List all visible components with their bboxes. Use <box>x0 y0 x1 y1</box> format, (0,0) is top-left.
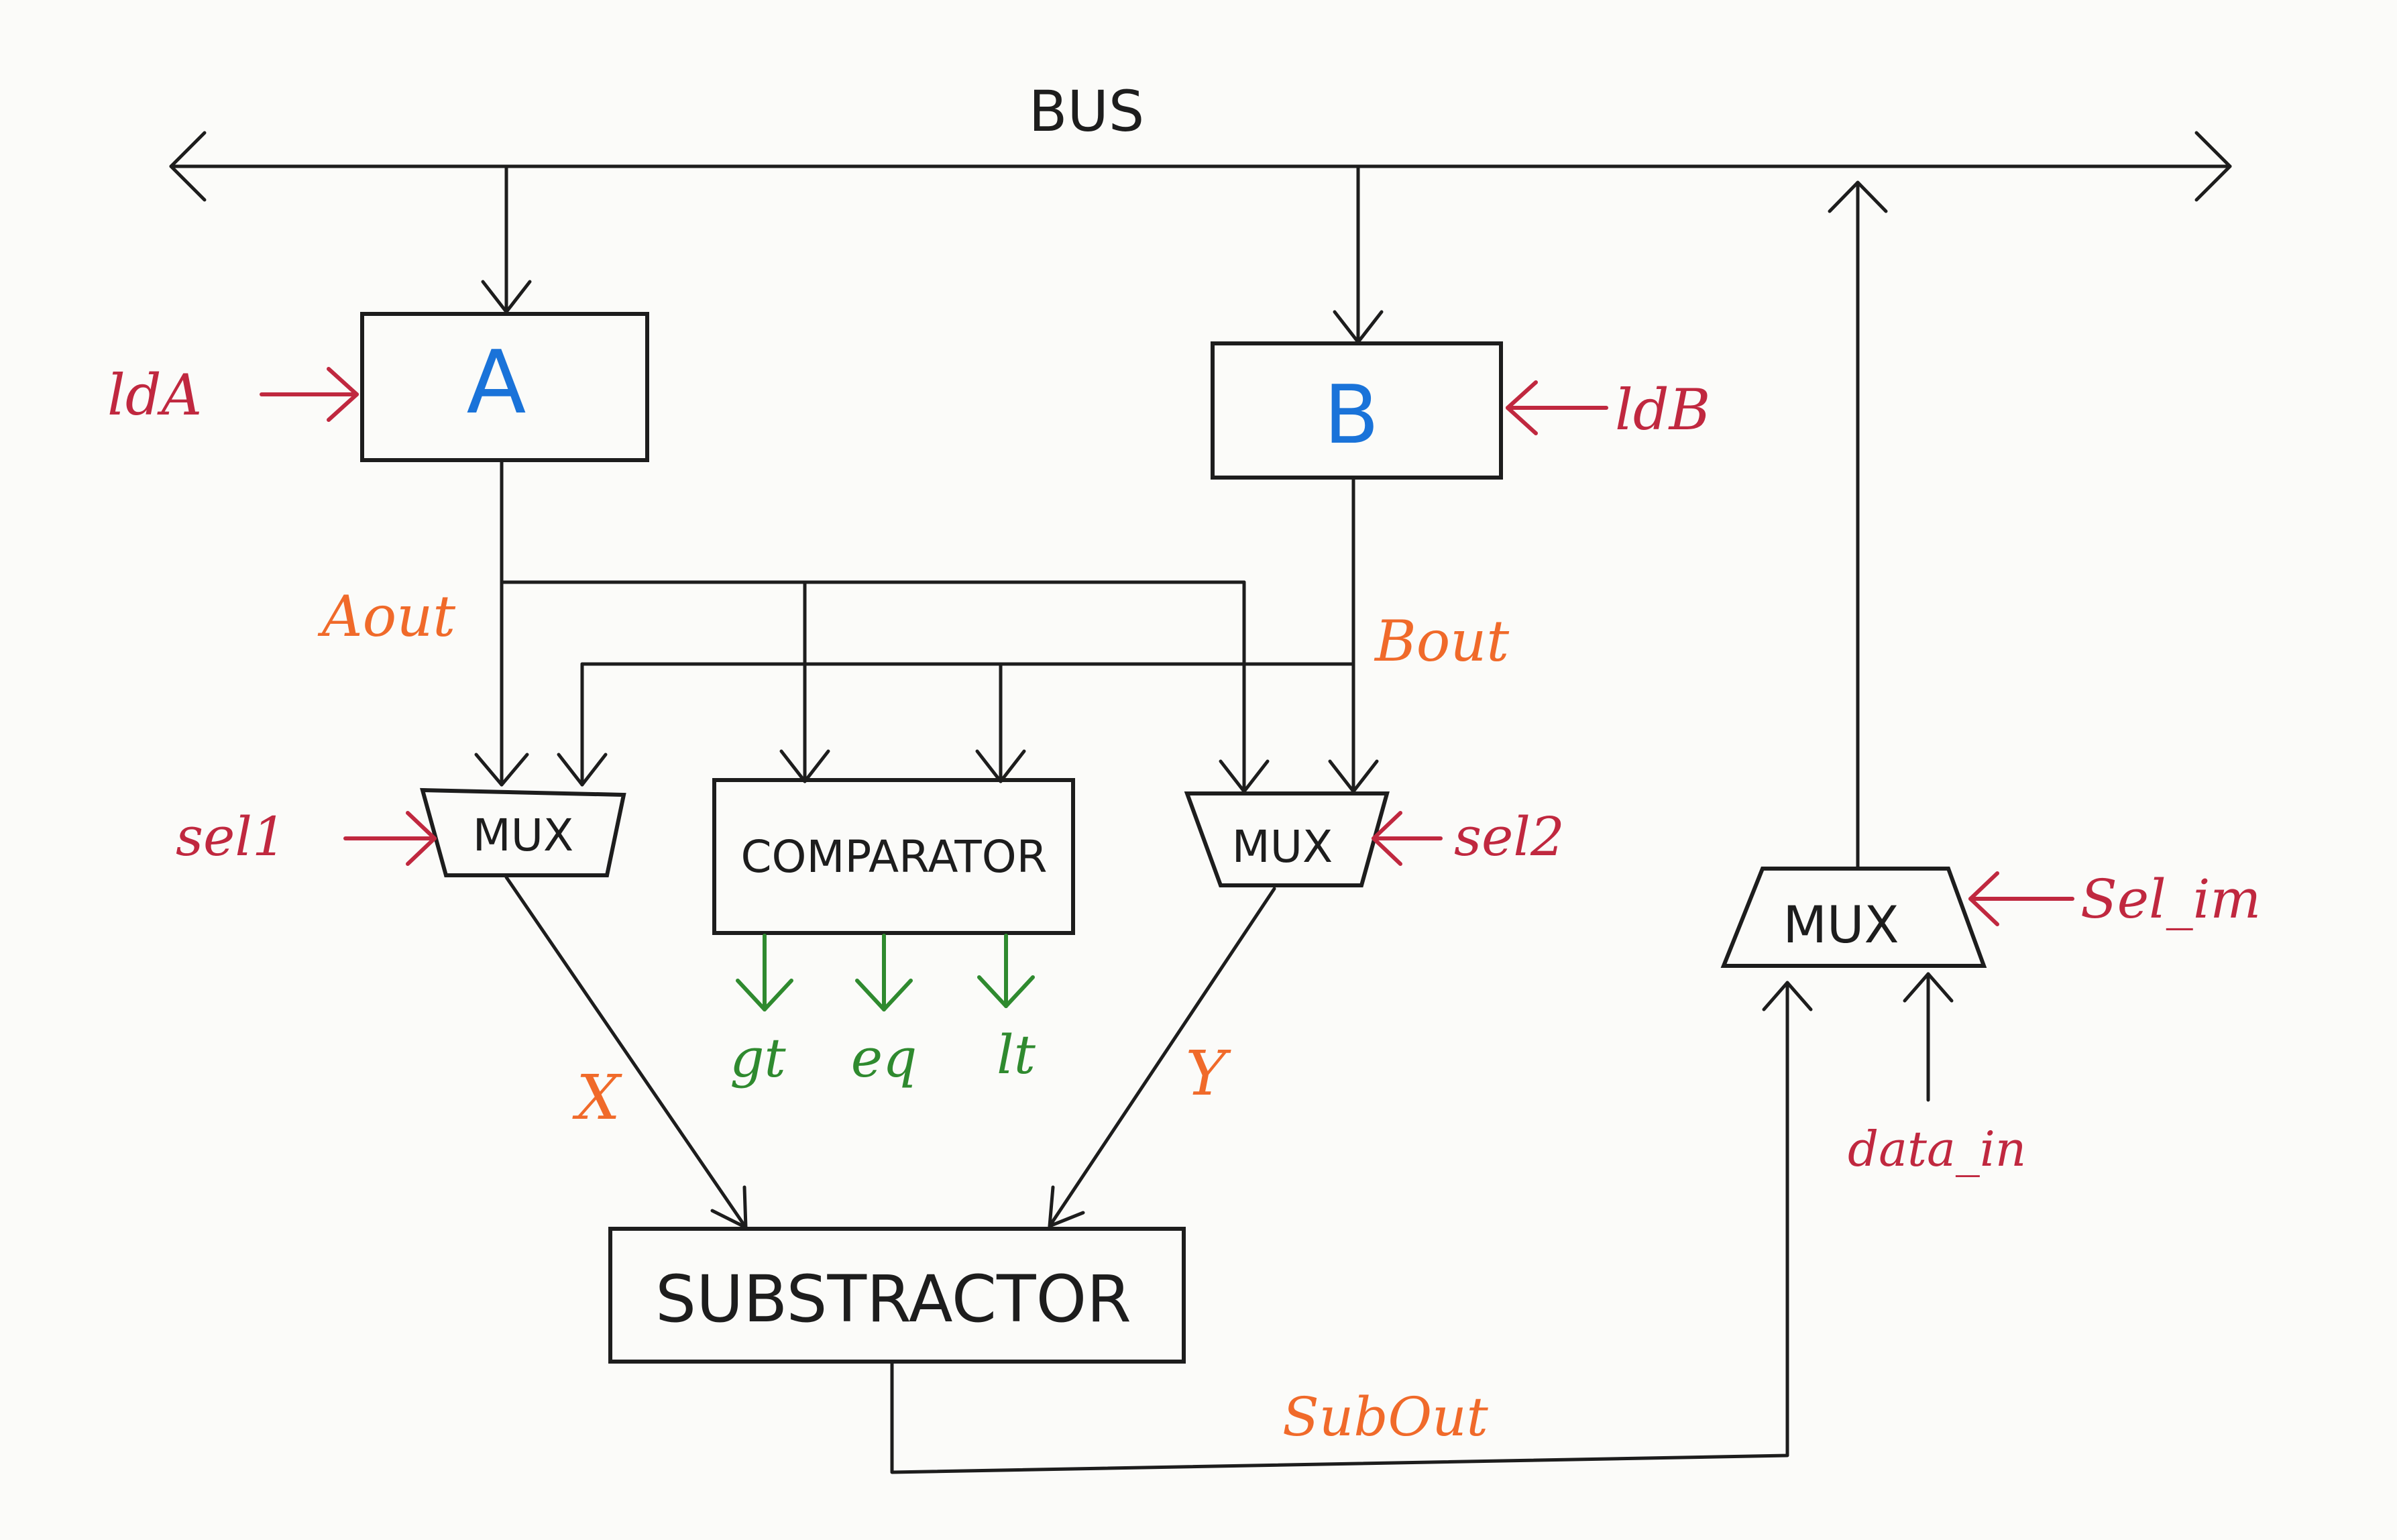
sub-out-label: SubOut <box>1282 1386 1489 1448</box>
data-in-label: data_in <box>1848 1121 2026 1177</box>
comparator: COMPARATOR <box>712 778 1075 935</box>
mux-im-label: MUX <box>1783 895 1899 954</box>
mux-im: MUX <box>1720 867 1987 968</box>
bus-to-register-b <box>1333 164 1384 344</box>
mux-2-label: MUX <box>1232 821 1333 873</box>
register-b-label: B <box>1324 369 1379 462</box>
mux-1: MUX <box>420 787 626 877</box>
bus-to-register-a <box>481 164 532 314</box>
subtractor: SUBSTRACTOR <box>608 1227 1186 1364</box>
register-b-box <box>1211 341 1503 480</box>
sel2-label: sel2 <box>1454 806 1565 868</box>
bus: BUS <box>169 78 2232 202</box>
comparator-outputs: gt eq lt <box>730 934 1036 1089</box>
b-out-label: Bout <box>1374 608 1509 674</box>
bus-left-arrowhead <box>169 131 207 202</box>
comparator-label: COMPARATOR <box>740 831 1047 883</box>
register-b: B <box>1211 341 1503 480</box>
mux-1-label: MUX <box>473 810 573 861</box>
mux-2: MUX <box>1184 791 1390 887</box>
x-path: X <box>504 875 748 1229</box>
mux-im-to-bus <box>1828 180 1888 869</box>
ld-a-label: ldA <box>107 362 202 428</box>
mux-2-shape <box>1184 791 1390 887</box>
subtractor-label: SUBSTRACTOR <box>655 1262 1131 1337</box>
bus-label: BUS <box>1029 78 1144 144</box>
ld-b-label: ldB <box>1615 377 1710 443</box>
b-out-wiring: Bout <box>557 477 1509 793</box>
a-out-label: Aout <box>317 584 455 649</box>
comparator-box <box>712 778 1075 935</box>
sub-out-wiring: SubOut <box>890 981 1813 1474</box>
eq-label: eq <box>851 1027 917 1089</box>
subtractor-box <box>608 1227 1186 1364</box>
register-a-box <box>360 312 649 462</box>
sel-im-signal: Sel_im <box>1968 868 2261 930</box>
ld-b-signal: ldB <box>1506 377 1710 443</box>
a-out-wiring: Aout <box>317 459 1270 793</box>
ld-a-signal: ldA <box>107 362 359 428</box>
sel1-label: sel1 <box>176 806 286 868</box>
gt-label: gt <box>730 1027 786 1089</box>
register-a: A <box>360 312 649 462</box>
bus-right-arrowhead <box>2194 131 2232 202</box>
y-path: Y <box>1048 887 1276 1228</box>
sel2-signal: sel2 <box>1372 806 1565 868</box>
data-in-signal: data_in <box>1848 972 2026 1177</box>
mux-im-shape <box>1720 867 1987 968</box>
y-label: Y <box>1186 1038 1232 1109</box>
mux-1-shape <box>420 787 626 877</box>
register-a-label: A <box>467 331 526 433</box>
sel1-signal: sel1 <box>176 806 437 868</box>
x-label: X <box>572 1062 622 1134</box>
lt-label: lt <box>997 1024 1036 1086</box>
sel-im-label: Sel_im <box>2080 868 2261 930</box>
